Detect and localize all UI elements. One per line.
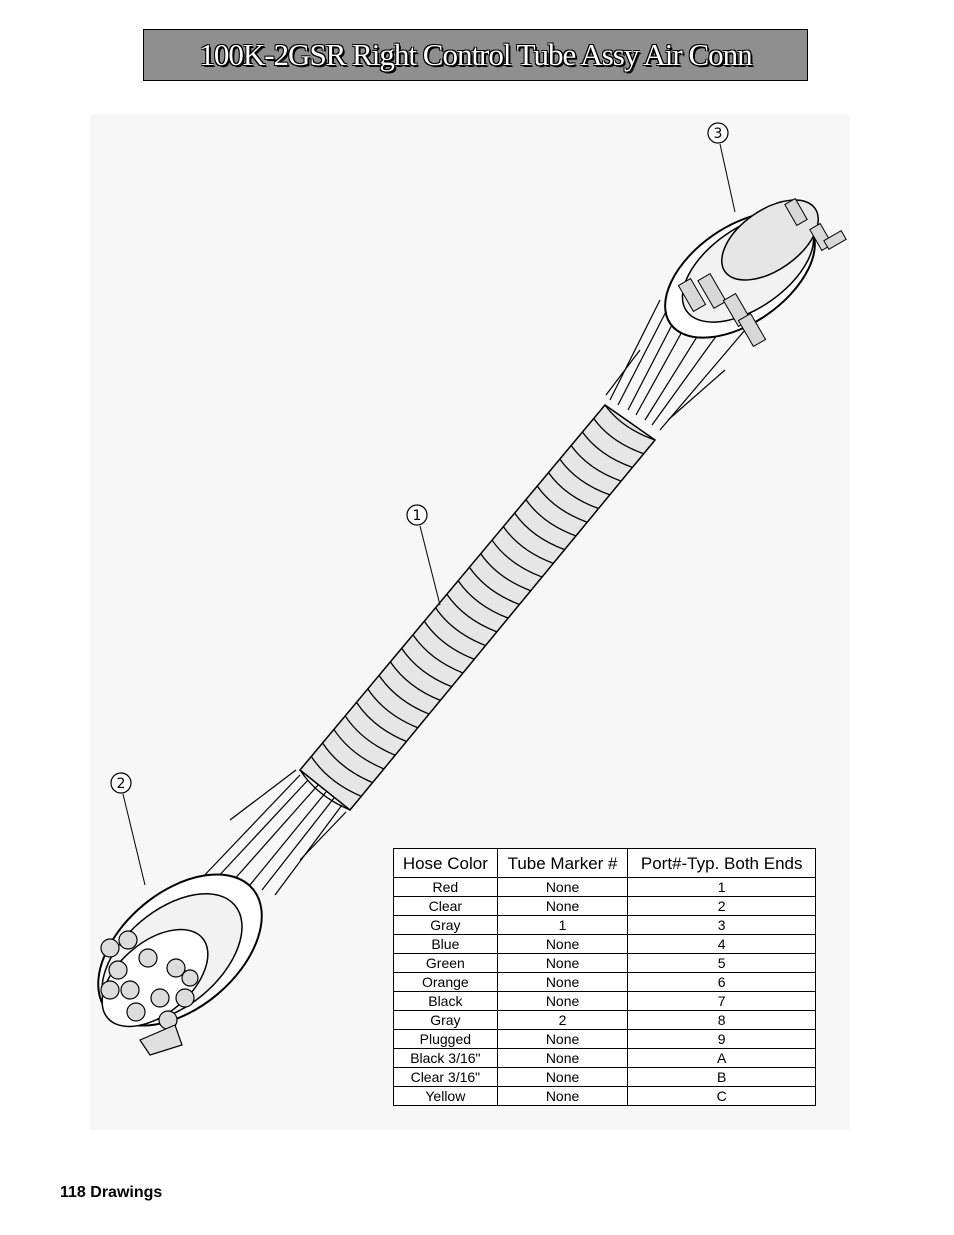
port-cell: 4 bbox=[627, 934, 816, 954]
tube-rib bbox=[389, 661, 441, 701]
title-banner: 100K-2GSR Right Control Tube Assy Air Co… bbox=[143, 29, 808, 81]
header-tube-marker: Tube Marker # bbox=[496, 848, 629, 878]
tube-rib bbox=[435, 607, 486, 647]
tube-marker-cell: None bbox=[496, 896, 629, 916]
tube-rib bbox=[570, 445, 622, 482]
upper-connector bbox=[664, 197, 847, 348]
port-cell: B bbox=[627, 1067, 816, 1087]
tube-rib bbox=[299, 769, 351, 811]
tube-rib bbox=[401, 647, 452, 688]
tube-rib bbox=[536, 485, 588, 523]
header-port: Port#-Typ. Both Ends bbox=[627, 848, 816, 878]
hose-color-cell: Green bbox=[393, 953, 498, 973]
table-header-row: Hose Color Tube Marker # Port#-Typ. Both… bbox=[393, 848, 816, 878]
tube-rib bbox=[367, 688, 419, 729]
port-cell: 1 bbox=[627, 877, 816, 897]
tube-rib bbox=[514, 512, 565, 551]
tube-marker-cell: None bbox=[496, 1086, 629, 1106]
port-cell: 2 bbox=[627, 896, 816, 916]
tube-marker-cell: None bbox=[496, 972, 629, 992]
tube-rib bbox=[502, 526, 554, 564]
tube-rib bbox=[491, 539, 543, 578]
tube-rib bbox=[480, 553, 531, 592]
hose-color-cell: Orange bbox=[393, 972, 498, 992]
tube-rib bbox=[604, 404, 656, 441]
tube-marker-cell: None bbox=[496, 1048, 629, 1068]
tube-marker-cell: None bbox=[496, 1029, 629, 1049]
callout-2: 2 bbox=[110, 772, 146, 886]
svg-text:1: 1 bbox=[413, 508, 422, 524]
lower-hoses bbox=[199, 769, 347, 896]
tube-rib bbox=[322, 742, 373, 784]
page-footer: 118 Drawings bbox=[60, 1184, 162, 1202]
section-name: Drawings bbox=[90, 1184, 163, 1201]
port-cell: 3 bbox=[627, 915, 816, 935]
tube-rib bbox=[593, 418, 644, 455]
tube-marker-cell: None bbox=[496, 991, 629, 1011]
tube-rib bbox=[423, 620, 475, 660]
page-number: 118 bbox=[60, 1184, 86, 1201]
tube-marker-cell: 2 bbox=[496, 1010, 629, 1030]
tube-rib bbox=[468, 566, 520, 606]
hose-color-cell: Red bbox=[393, 877, 498, 897]
tube-rib bbox=[355, 702, 407, 743]
hose-color-cell: Clear 3/16" bbox=[393, 1067, 498, 1087]
tube-rib bbox=[547, 472, 599, 510]
hose-color-cell: Clear bbox=[393, 896, 498, 916]
port-cell: A bbox=[627, 1048, 816, 1068]
tube-marker-cell: None bbox=[496, 953, 629, 973]
port-cell: 6 bbox=[627, 972, 816, 992]
hose-color-cell: Gray bbox=[393, 915, 498, 935]
tube-rib bbox=[446, 593, 498, 633]
corrugated-tube bbox=[298, 403, 657, 812]
tube-rib bbox=[457, 580, 509, 619]
hose-port-table: Hose Color Tube Marker # Port#-Typ. Both… bbox=[393, 848, 816, 1106]
tube-rib bbox=[378, 675, 430, 715]
svg-text:3: 3 bbox=[714, 126, 723, 142]
page-title: 100K-2GSR Right Control Tube Assy Air Co… bbox=[199, 37, 752, 72]
port-cell: C bbox=[627, 1086, 816, 1106]
port-cell: 9 bbox=[627, 1029, 816, 1049]
tube-rib bbox=[310, 756, 362, 797]
tube-marker-cell: 1 bbox=[496, 915, 629, 935]
hose-color-cell: Gray bbox=[393, 1010, 498, 1030]
lower-connector bbox=[97, 873, 263, 1056]
hose-color-cell: Blue bbox=[393, 934, 498, 954]
hose-color-cell: Black bbox=[393, 991, 498, 1011]
tube-rib bbox=[412, 634, 464, 674]
port-cell: 8 bbox=[627, 1010, 816, 1030]
tube-marker-cell: None bbox=[496, 1067, 629, 1087]
tube-marker-cell: None bbox=[496, 877, 629, 897]
tube-rib bbox=[581, 431, 633, 469]
callout-3: 3 bbox=[707, 122, 736, 213]
port-cell: 5 bbox=[627, 953, 816, 973]
hose-color-cell: Black 3/16" bbox=[393, 1048, 498, 1068]
svg-text:2: 2 bbox=[117, 776, 126, 792]
hose-color-cell: Plugged bbox=[393, 1029, 498, 1049]
callout-1: 1 bbox=[406, 504, 441, 606]
header-hose-color: Hose Color bbox=[393, 848, 498, 878]
hose-color-cell: Yellow bbox=[393, 1086, 498, 1106]
tube-rib bbox=[344, 715, 396, 756]
tube-rib bbox=[333, 729, 385, 770]
port-cell: 7 bbox=[627, 991, 816, 1011]
tube-marker-cell: None bbox=[496, 934, 629, 954]
tube-rib bbox=[525, 499, 577, 537]
tube-rib bbox=[559, 458, 611, 496]
